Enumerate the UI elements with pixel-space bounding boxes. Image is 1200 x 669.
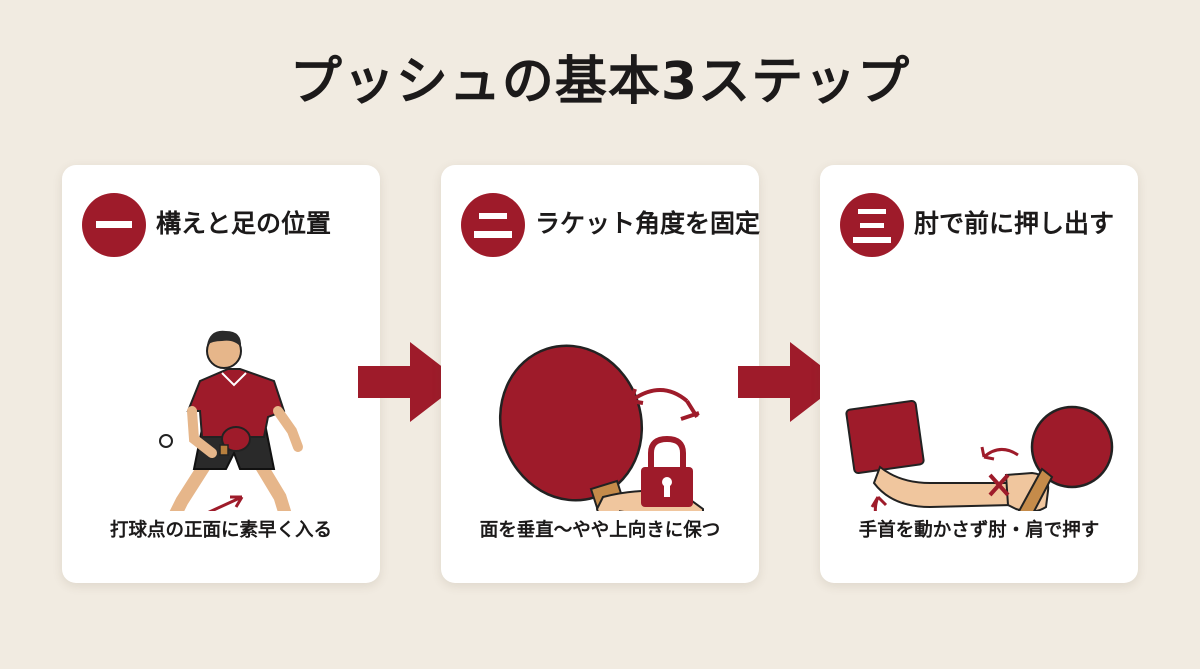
racket-lock-icon xyxy=(498,344,704,511)
page-title: プッシュの基本3ステップ xyxy=(289,52,911,112)
right-arrow-icon xyxy=(358,342,462,422)
kanji-two-glyph xyxy=(474,213,512,238)
elbow-push-icon xyxy=(845,399,1114,511)
step-title: 肘で前に押し出す xyxy=(914,209,1115,238)
right-arrow-icon xyxy=(738,342,842,422)
step-number-badge xyxy=(82,193,146,257)
step-card-3: 肘で前に押し出す 手首を動かさず肘・肩で押す xyxy=(820,165,1138,583)
step-card-1: 構えと足の位置 打球点の正面に素早く入る xyxy=(62,165,380,583)
kanji-three-glyph xyxy=(853,209,891,243)
step-caption: 手首を動かさず肘・肩で押す xyxy=(858,520,1100,541)
step-card-2: ラケット角度を固定 面を垂直〜やや上向きに保つ xyxy=(441,165,761,583)
step-number-badge xyxy=(461,193,525,257)
step-caption: 面を垂直〜やや上向きに保つ xyxy=(479,520,721,541)
step-number-badge xyxy=(840,193,904,257)
player-stance-icon xyxy=(159,330,303,511)
step-title: ラケット角度を固定 xyxy=(535,209,761,238)
kanji-one-glyph xyxy=(96,221,132,228)
step-caption: 打球点の正面に素早く入る xyxy=(109,520,332,541)
step-title: 構えと足の位置 xyxy=(156,209,332,238)
